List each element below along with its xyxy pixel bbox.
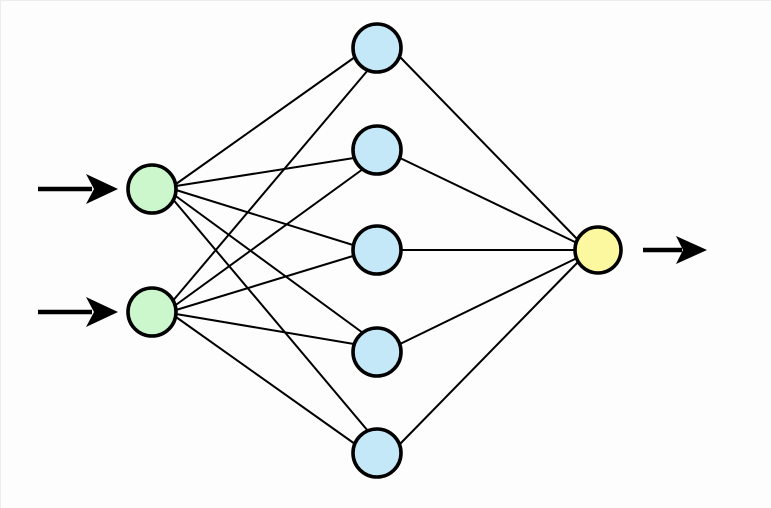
edge-i1-to-h2 xyxy=(175,157,355,187)
edge-i1-to-h5 xyxy=(170,196,369,432)
edge-i1-to-h3 xyxy=(175,189,354,246)
hidden-layer xyxy=(351,22,403,479)
edge-h1-to-o1 xyxy=(399,56,579,241)
node-h4[interactable] xyxy=(351,326,403,378)
edge-i2-to-h4 xyxy=(175,313,355,345)
edges-group xyxy=(170,56,579,445)
io-arrows-group xyxy=(38,174,707,327)
output-layer xyxy=(573,225,623,275)
edge-h4-to-o1 xyxy=(399,257,578,345)
input-arrow-bottom-head-icon xyxy=(86,297,118,327)
node-h5[interactable] xyxy=(351,427,403,479)
edge-i1-to-h1 xyxy=(175,56,356,185)
edge-i2-to-h3 xyxy=(175,255,354,311)
output-arrow xyxy=(643,236,707,264)
edge-i2-to-h2 xyxy=(172,168,364,308)
node-h2[interactable] xyxy=(351,124,403,176)
edge-i1-to-h4 xyxy=(172,193,364,334)
output-arrow-head-icon xyxy=(676,236,707,264)
node-o1[interactable] xyxy=(573,225,623,275)
edge-h5-to-o1 xyxy=(399,261,579,445)
node-h1[interactable] xyxy=(351,22,403,74)
input-layer xyxy=(126,163,178,338)
node-h3[interactable] xyxy=(351,224,403,276)
nodes-group xyxy=(126,22,623,479)
edge-i2-to-h1 xyxy=(170,69,369,304)
edge-h2-to-o1 xyxy=(399,157,578,244)
input-arrow-top-head-icon xyxy=(86,174,118,204)
node-i1[interactable] xyxy=(126,163,178,215)
edge-i2-to-h5 xyxy=(175,316,356,445)
node-i2[interactable] xyxy=(126,286,178,338)
input-arrow-bottom xyxy=(38,297,118,327)
input-arrow-top xyxy=(38,174,118,204)
